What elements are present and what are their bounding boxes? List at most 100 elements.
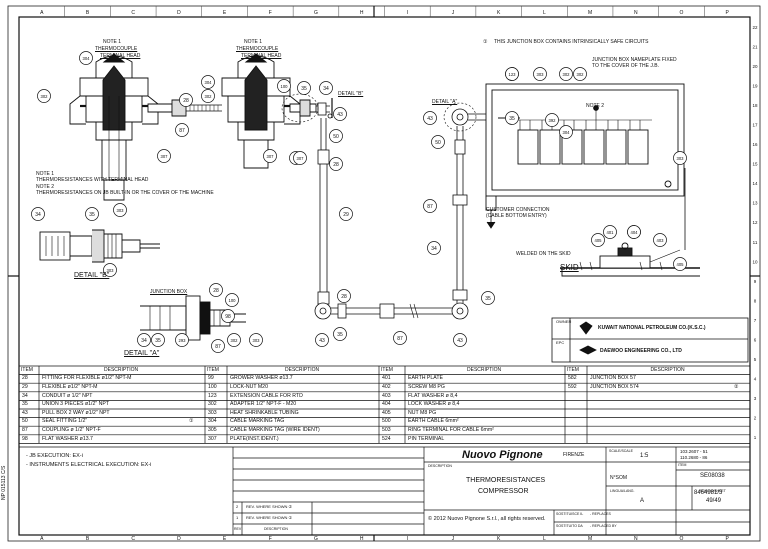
note1-right-label: NOTE 1	[244, 39, 263, 45]
balloon-b30	[505, 67, 519, 81]
conduit-bottom-run	[314, 108, 486, 320]
balloon-label-da7: 293	[179, 338, 187, 343]
parts-header-item: ITEM	[21, 366, 33, 373]
balloon-label-b37: 405	[595, 238, 603, 243]
item-code-value: SE08038	[700, 473, 725, 479]
outer-border	[7, 5, 761, 542]
balloon-label-b17: 29	[343, 212, 349, 218]
balloon-da5	[137, 333, 151, 347]
row-zone-20: 20	[752, 64, 758, 69]
column-zone-E: E	[223, 536, 227, 542]
parts-row-description: SEAL FITTING 1/2"	[42, 418, 88, 425]
terminal-head-right-label: TERMINAL HEAD	[241, 53, 282, 59]
parts-row-description: LOCK-NUT M20	[230, 384, 268, 390]
jb-execution: - JB EXECUTION: EX-i	[26, 453, 83, 459]
detail-callouts	[281, 93, 477, 132]
rev-2-number: 2	[236, 504, 239, 509]
balloon-da9	[249, 333, 263, 347]
item-balloons: 3043023043022887307307981003073534435028…	[31, 51, 687, 353]
parts-row-item: 35	[22, 401, 28, 408]
balloon-label-b22: 87	[397, 336, 403, 342]
legend-note2-text: THERMORESISTANCES ON JB BUILT-IN OR THE …	[36, 190, 214, 196]
balloon-da2	[225, 293, 239, 307]
rev-2-text: REV. WHERE SHOWN ②	[246, 504, 293, 509]
column-zone-I: I	[407, 10, 408, 16]
parts-header-description: DESCRIPTION	[104, 366, 139, 373]
parts-list-grid	[18, 365, 751, 444]
balloon-da6	[151, 333, 165, 347]
balloon-b41	[673, 257, 687, 271]
jb-note-mark: ①	[483, 39, 488, 45]
balloon-label-b12: 35	[301, 86, 307, 92]
detail-a-drawing	[140, 295, 246, 341]
column-zone-G: G	[314, 10, 318, 16]
parts-row-item: 98	[22, 435, 28, 442]
conduit-run-right	[316, 98, 333, 119]
balloon-label-da5: 34	[141, 338, 147, 344]
column-zone-N: N	[634, 10, 638, 16]
parts-row-item: 305	[208, 427, 217, 433]
balloon-label-b21: 35	[485, 296, 491, 302]
column-zone-D: D	[177, 10, 181, 16]
rev-1-number: 1	[236, 515, 239, 520]
flexible-conduit-top	[186, 104, 222, 112]
balloon-b26	[431, 135, 445, 149]
terminal-head-left-label: TERMINAL HEAD	[100, 53, 141, 59]
balloon-b24	[453, 333, 467, 347]
column-zone-H: H	[360, 536, 364, 542]
balloon-label-b40: 403	[657, 238, 665, 243]
column-zone-M: M	[588, 536, 592, 542]
column-zone-J: J	[452, 536, 455, 542]
jb-note2-label: NOTE 2	[586, 103, 605, 109]
balloon-label-b35: 304	[563, 130, 571, 135]
owner-label: OWNER	[556, 319, 572, 324]
parts-row-item: 50	[22, 418, 28, 425]
legend-note1-text: THERMORESISTANCES WITH TERMINAL HEAD	[36, 177, 149, 183]
balloon-da7	[175, 333, 189, 347]
balloon-b37	[591, 233, 605, 247]
sheet-number: 49/49	[706, 498, 722, 504]
balloon-da4	[211, 339, 225, 353]
balloon-label-b41: 405	[677, 262, 685, 267]
customer-connection-arrow	[486, 210, 496, 229]
detail-b-reference: DETAIL "B"	[338, 91, 364, 97]
parts-row-item: 503	[382, 427, 391, 433]
balloon-b17	[339, 207, 353, 221]
parts-row-description: PLATE(INST.IDENT.)	[230, 435, 279, 442]
row-zone-6: 6	[754, 338, 757, 343]
row-zone-9: 9	[754, 279, 757, 284]
balloon-label-b4: 302	[205, 94, 213, 99]
row-zone-16: 16	[752, 142, 758, 147]
balloon-da3	[221, 309, 235, 323]
balloon-label-da6: 35	[155, 338, 161, 344]
parts-row-description: JUNCTION BOX 574	[590, 384, 639, 390]
column-zone-O: O	[680, 10, 684, 16]
balloon-label-b26: 50	[435, 140, 441, 146]
balloon-label-b36: 303	[677, 156, 685, 161]
scale-value: 1:5	[640, 453, 649, 459]
balloon-label-b6: 87	[179, 128, 185, 134]
parts-row-description: EARTH PLATE	[408, 375, 443, 382]
parts-header-description: DESCRIPTION	[467, 366, 502, 373]
balloon-label-b20: 43	[319, 338, 325, 344]
parts-row-item: 123	[208, 392, 217, 399]
scale-label: SCALE/SCALE	[609, 449, 633, 453]
rev-column-label: REV	[234, 527, 242, 531]
welded-label: WELDED ON THE SKID	[516, 251, 571, 257]
parts-row-item: 29	[22, 384, 28, 390]
column-zone-B: B	[86, 10, 90, 16]
balloon-b42	[627, 225, 641, 239]
balloon-label-da2: 100	[229, 298, 237, 303]
balloon-b4	[201, 89, 215, 103]
balloon-b20	[315, 333, 329, 347]
column-zone-O: O	[680, 536, 684, 542]
thermocouple-left-label: THERMOCOUPLE	[95, 46, 138, 52]
parts-row-description: FLAT WASHER ø 8,4	[408, 392, 458, 399]
language-value: A	[640, 498, 645, 504]
row-zone-19: 19	[752, 83, 758, 88]
balloon-b8	[263, 149, 277, 163]
balloon-b23	[427, 241, 441, 255]
location-label: FIRENZE	[563, 452, 585, 458]
parts-row-item: 34	[22, 392, 28, 399]
